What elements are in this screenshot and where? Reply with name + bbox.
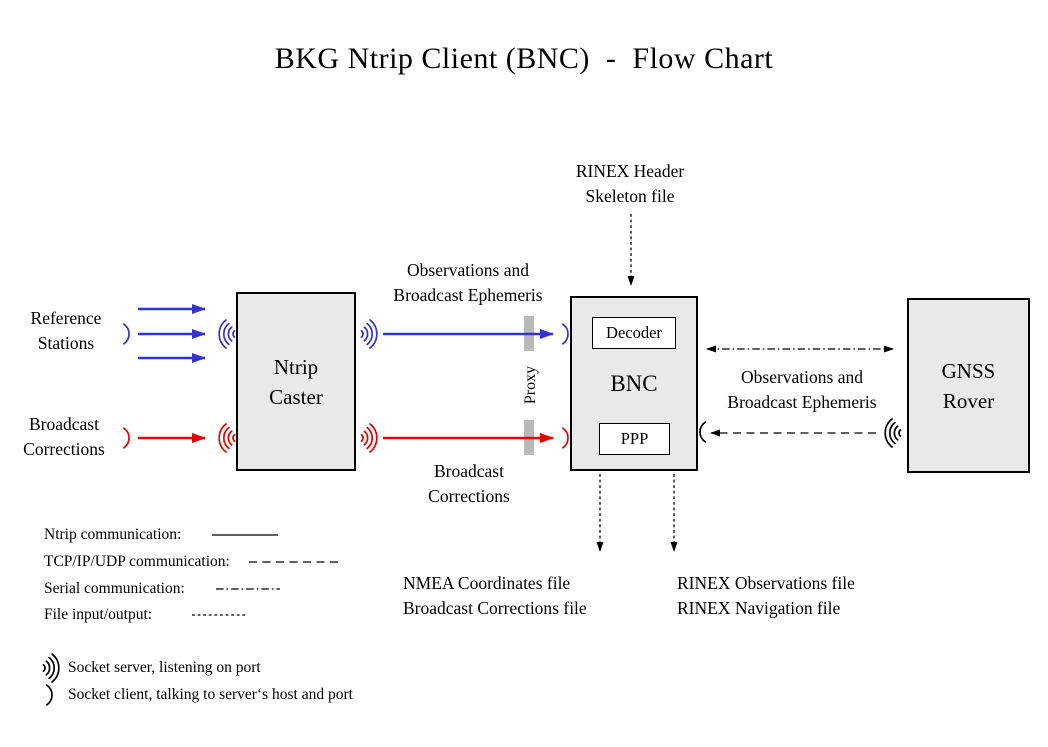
label-nmea-output-files: NMEA Coordinates file Broadcast Correcti… [403, 573, 587, 618]
label-proxy: Proxy [522, 365, 539, 405]
socket-client-icon-bnc-right [699, 421, 706, 443]
label-rinex-output-files: RINEX Observations file RINEX Navigation… [677, 573, 855, 618]
socket-client-icon-bnc-red [562, 427, 569, 449]
decoder-label: Decoder [606, 323, 662, 342]
socket-server-icon-rover [884, 418, 902, 448]
gnss-rover-label: GNSS Rover [941, 358, 996, 413]
label-reference-stations: Reference Stations [30, 308, 102, 353]
ntrip-caster-label: Ntrip Caster [269, 354, 323, 409]
ntrip-caster-box: Ntrip Caster [236, 292, 356, 471]
page-title: BKG Ntrip Client (BNC) - Flow Chart [274, 42, 774, 75]
socket-server-icon-caster-right-red [360, 423, 378, 453]
socket-client-legend-icon [46, 684, 53, 706]
socket-client-icon-bnc-blue [562, 323, 569, 345]
label-observations-ephemeris-mid: Observations and Broadcast Ephemeris [393, 260, 543, 305]
label-observations-ephemeris-right: Observations and Broadcast Ephemeris [727, 367, 877, 412]
decoder-box: Decoder [592, 317, 676, 349]
label-rinex-header-skeleton: RINEX Header Skeleton file [575, 161, 685, 206]
legend-tcp-communication: TCP/IP/UDP communication: [44, 553, 230, 570]
socket-server-icon-caster-left-red [218, 423, 236, 453]
legend-socket-server: Socket server, listening on port [68, 659, 261, 676]
socket-server-icon-caster-right-blue [360, 319, 378, 349]
bnc-label: BNC [610, 370, 658, 396]
legend-file-io: File input/output: [44, 606, 153, 623]
label-broadcast-corrections-in: Broadcast Corrections [23, 414, 105, 459]
socket-client-icon-corrections [123, 427, 130, 449]
legend-serial-communication: Serial communication: [44, 580, 185, 597]
socket-server-icon-caster-left-blue [218, 319, 236, 349]
socket-server-legend-icon [42, 653, 60, 683]
legend-socket-client: Socket client, talking to server‘s host … [68, 686, 353, 703]
ppp-box: PPP [599, 423, 670, 455]
gnss-rover-box: GNSS Rover [907, 298, 1030, 473]
label-broadcast-corrections-mid: Broadcast Corrections [428, 461, 510, 506]
legend-ntrip-communication: Ntrip communication: [44, 526, 182, 543]
ppp-label: PPP [620, 429, 649, 448]
